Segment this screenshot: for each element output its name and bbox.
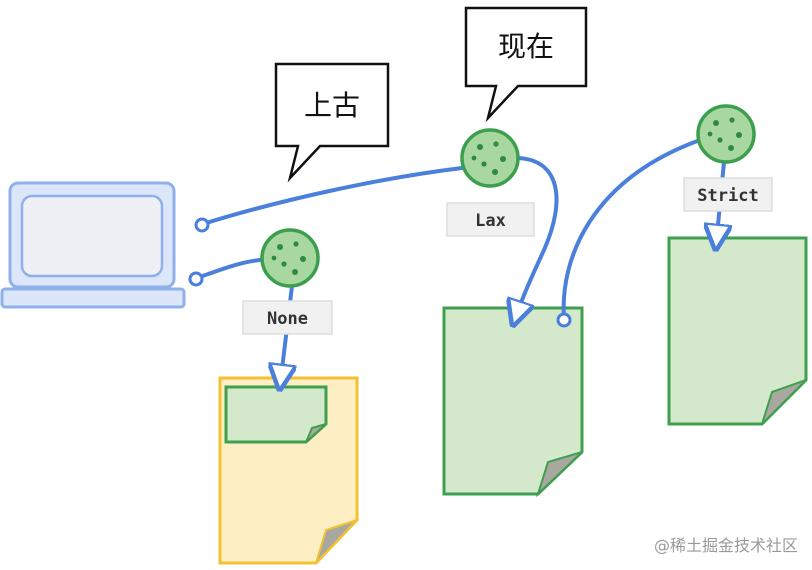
label-lax-text: Lax (475, 211, 506, 231)
label-strict-text: Strict (697, 186, 758, 206)
label-none: None (242, 300, 333, 335)
cookie-icon-none (260, 228, 320, 288)
label-lax: Lax (446, 202, 535, 237)
laptop-icon (0, 181, 186, 309)
line-laptop-to-lax-cookie (201, 166, 464, 226)
speech-bubble-past: 上古 (274, 62, 390, 183)
speech-bubble-present: 现在 (464, 6, 588, 123)
cookie-icon-strict (696, 104, 756, 164)
bubble-text-present: 现在 (498, 30, 554, 63)
line-page-to-strict-cookie (561, 138, 702, 320)
line-laptop-to-none-cookie (195, 258, 262, 280)
endpoint-lax-page (556, 312, 572, 328)
arrow-lax-cookie-to-page (514, 156, 559, 322)
page-none-site (218, 376, 359, 565)
page-lax-site (442, 306, 584, 498)
cookie-icon-lax (460, 128, 520, 188)
page-strict-site (667, 236, 808, 426)
label-strict: Strict (683, 177, 773, 212)
embedded-frame-page (224, 385, 328, 444)
label-none-text: None (267, 309, 308, 329)
bubble-text-past: 上古 (304, 89, 360, 122)
endpoint-laptop-bottom (188, 271, 204, 287)
endpoint-laptop-top (194, 217, 210, 233)
watermark: @稀土掘金技术社区 (653, 536, 798, 555)
